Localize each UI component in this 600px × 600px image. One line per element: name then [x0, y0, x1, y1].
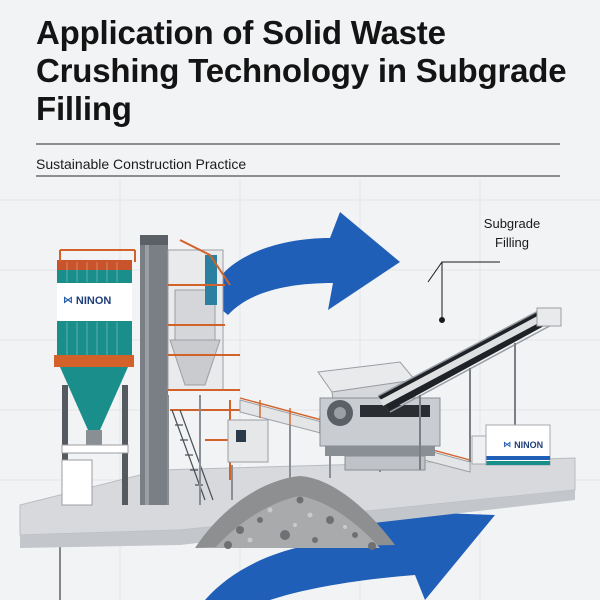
- tower-plant: [54, 235, 269, 506]
- bowtie-logo-icon: ⋈: [503, 439, 512, 449]
- page-title: Application of Solid Waste Crushing Tech…: [36, 14, 567, 127]
- tower-brand-logo: ⋈ NINON: [63, 295, 111, 307]
- bowtie-logo-icon: ⋈: [63, 295, 73, 307]
- callout-leader: [427, 261, 500, 323]
- tower-brand-text: NINON: [75, 295, 112, 307]
- cabin-brand-text: NINON: [514, 440, 544, 450]
- callout-line-2: Filling: [495, 235, 529, 250]
- callout-line-1: Subgrade: [483, 216, 541, 231]
- page-subtitle: Sustainable Construction Practice: [36, 156, 247, 172]
- subgrade-filling-callout: Subgrade Filling: [452, 214, 572, 252]
- aggregate-pile: [195, 476, 395, 550]
- cabin-brand-logo: ⋈ NINON: [503, 440, 543, 450]
- upper-blue-arrow: [210, 212, 400, 315]
- lower-blue-arrow: [205, 510, 495, 600]
- control-cabin: [471, 424, 551, 466]
